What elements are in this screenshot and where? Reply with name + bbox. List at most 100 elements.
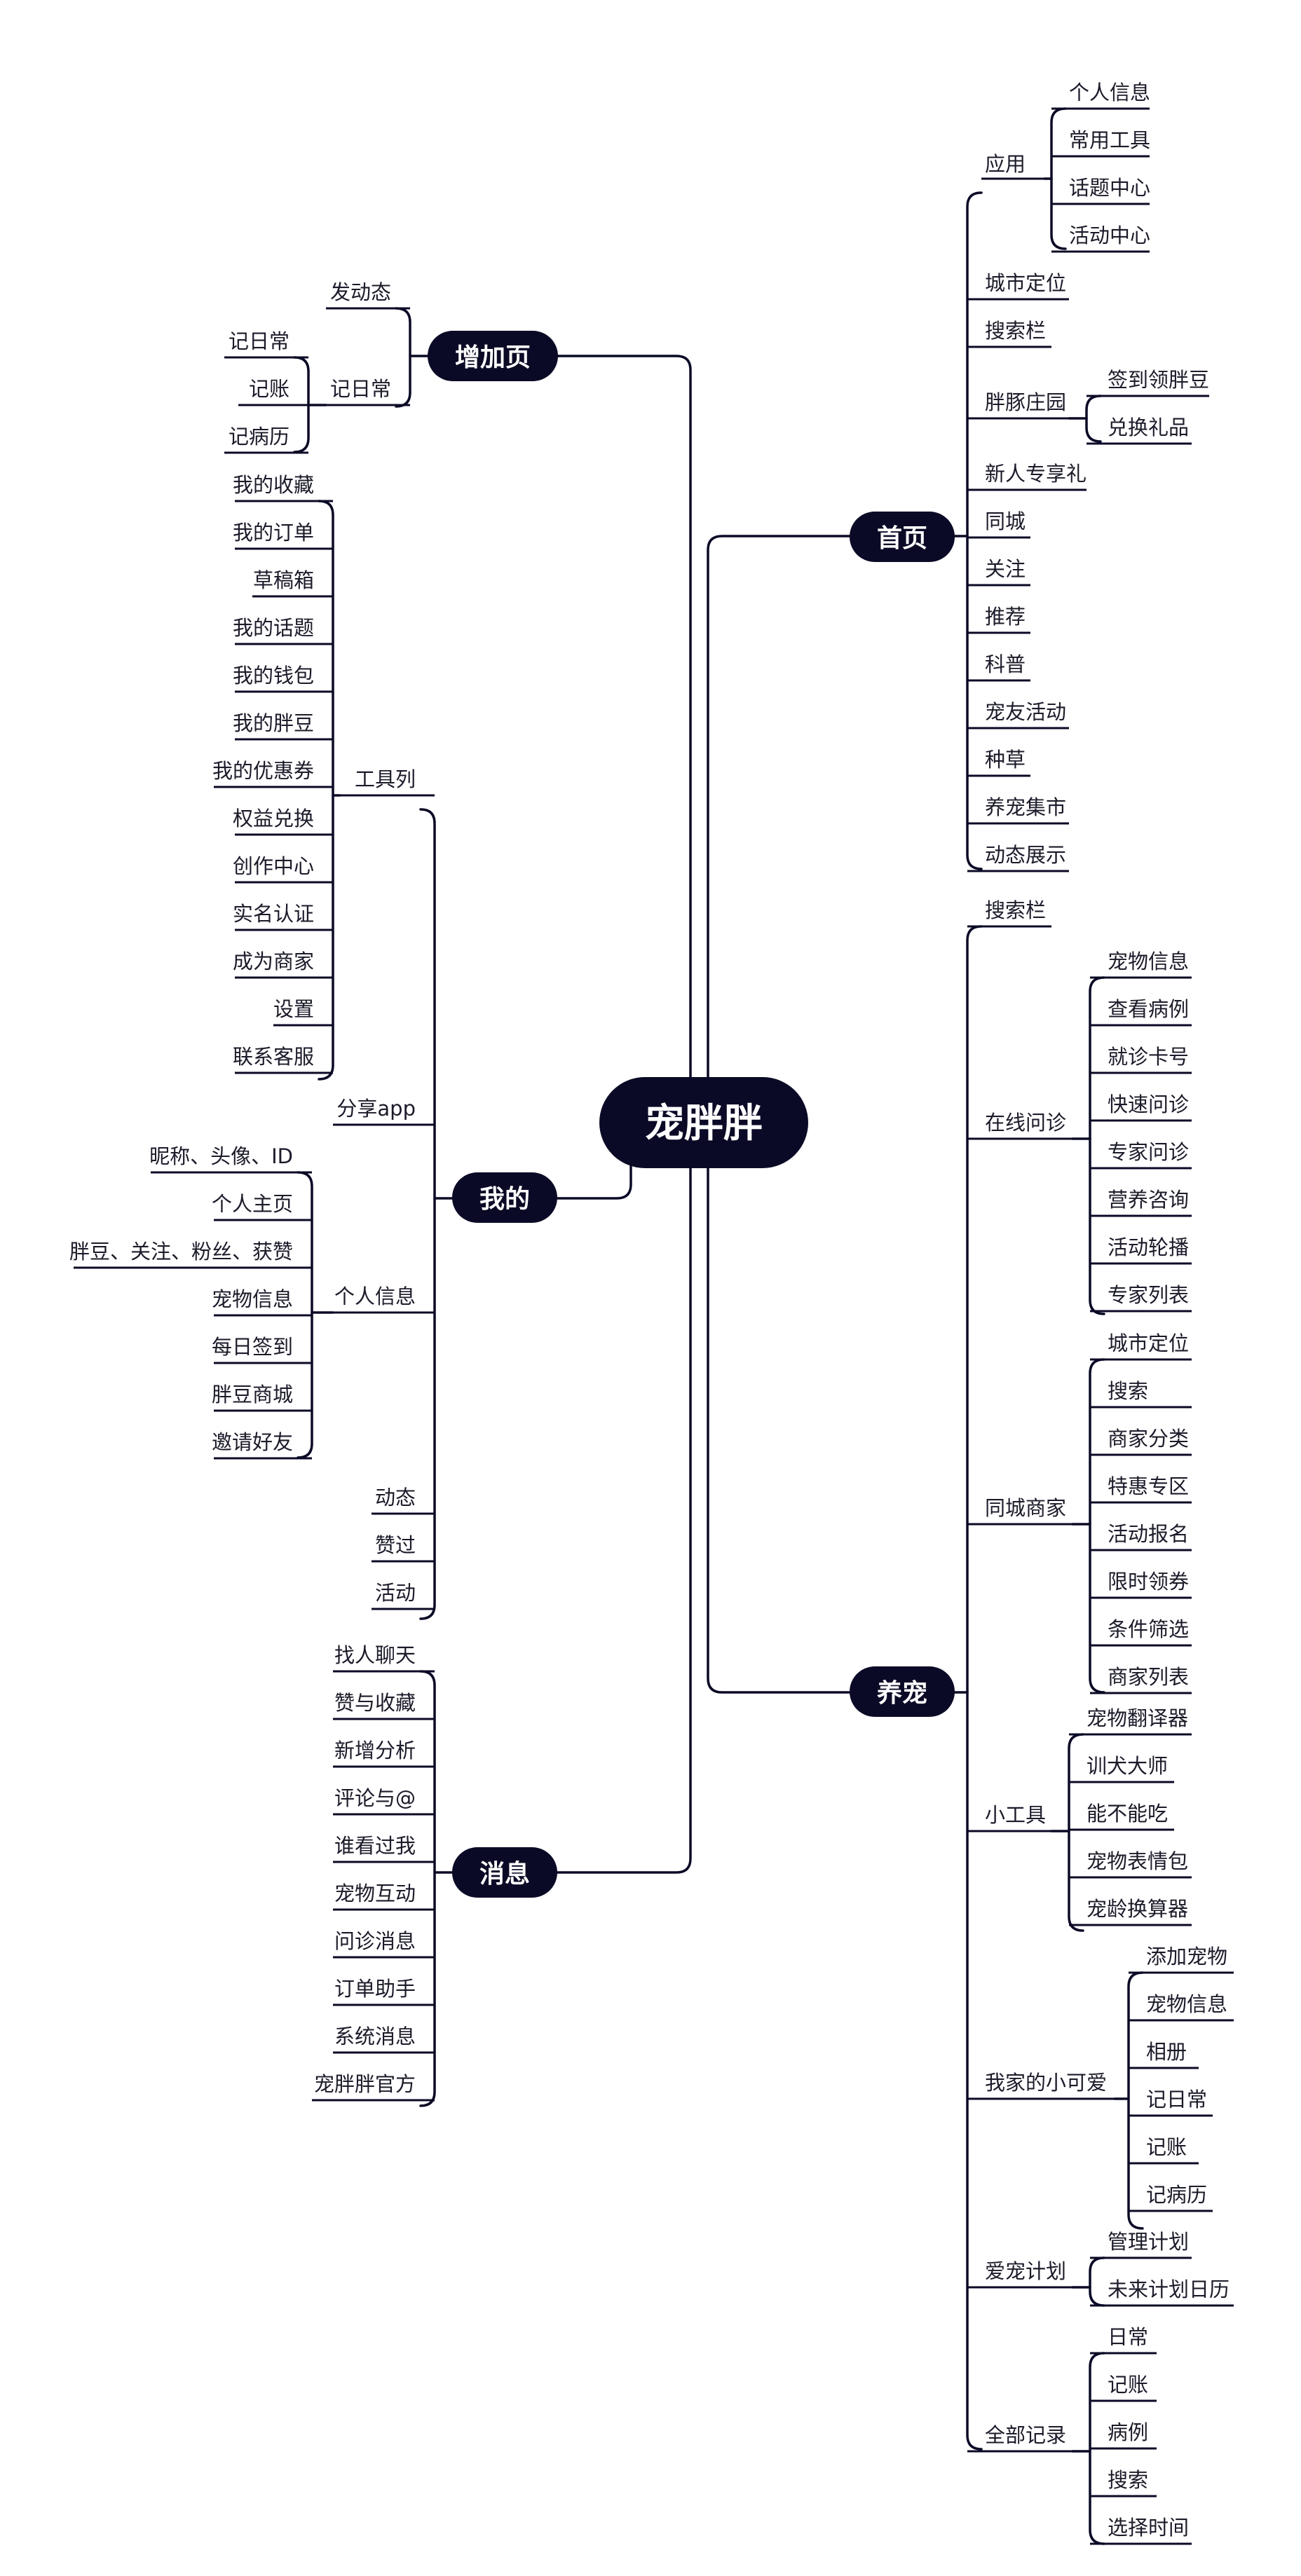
topic-label[interactable]: 常用工具 (1069, 128, 1150, 152)
topic-label[interactable]: 条件筛选 (1108, 1617, 1189, 1641)
branch-node-home[interactable]: 首页 (850, 512, 955, 562)
topic-label[interactable]: 病例 (1108, 2420, 1148, 2444)
topic-label[interactable]: 工具列 (355, 767, 416, 791)
topic-label[interactable]: 我的订单 (233, 521, 314, 544)
topic-label[interactable]: 记日常 (1146, 2088, 1207, 2111)
topic-label[interactable]: 订单助手 (334, 1977, 416, 2001)
topic-label[interactable]: 科普 (985, 652, 1026, 676)
topic-label[interactable]: 搜索 (1108, 2468, 1148, 2492)
topic-label[interactable]: 个人信息 (1069, 81, 1150, 104)
topic-label[interactable]: 赞过 (375, 1533, 416, 1557)
topic-label[interactable]: 签到领胖豆 (1108, 368, 1209, 392)
topic-label[interactable]: 快速问诊 (1108, 1092, 1189, 1116)
topic-label[interactable]: 就诊卡号 (1108, 1045, 1189, 1069)
branch-node-mine[interactable]: 我的 (452, 1172, 557, 1223)
topic-label[interactable]: 活动 (375, 1581, 416, 1605)
topic-label[interactable]: 宠物表情包 (1087, 1849, 1188, 1873)
topic-label[interactable]: 全部记录 (985, 2423, 1066, 2447)
topic-label[interactable]: 记账 (249, 377, 290, 401)
topic-label[interactable]: 我的钱包 (233, 664, 314, 687)
topic-label[interactable]: 推荐 (985, 605, 1026, 629)
topic-label[interactable]: 相册 (1146, 2040, 1187, 2064)
topic-label[interactable]: 新人专享礼 (985, 462, 1087, 486)
topic-label[interactable]: 记账 (1146, 2135, 1187, 2159)
topic-label[interactable]: 宠物翻译器 (1087, 1706, 1188, 1730)
topic-label[interactable]: 成为商家 (233, 950, 314, 973)
topic-label[interactable]: 实名认证 (233, 902, 314, 926)
topic-label[interactable]: 兑换礼品 (1108, 416, 1189, 439)
topic-label[interactable]: 发动态 (330, 280, 391, 304)
topic-label[interactable]: 活动中心 (1069, 224, 1150, 247)
topic-label[interactable]: 宠胖胖官方 (314, 2072, 416, 2096)
topic-label[interactable]: 宠友活动 (985, 700, 1066, 724)
topic-label[interactable]: 胖豆商城 (212, 1383, 293, 1406)
topic-label[interactable]: 城市定位 (1108, 1331, 1189, 1355)
topic-label[interactable]: 每日签到 (212, 1335, 293, 1359)
topic-label[interactable]: 我的话题 (233, 616, 314, 640)
branch-node-add[interactable]: 增加页 (428, 331, 558, 381)
topic-label[interactable]: 日常 (1108, 2325, 1148, 2349)
topic-label[interactable]: 养宠集市 (985, 795, 1066, 819)
topic-label[interactable]: 动态 (375, 1486, 416, 1509)
topic-label[interactable]: 应用 (985, 152, 1026, 176)
topic-label[interactable]: 赞与收藏 (334, 1691, 416, 1715)
topic-label[interactable]: 我的胖豆 (233, 711, 314, 735)
topic-label[interactable]: 同城 (985, 509, 1026, 533)
topic-label[interactable]: 新增分析 (334, 1739, 416, 1762)
topic-label[interactable]: 专家列表 (1108, 1283, 1189, 1307)
topic-label[interactable]: 同城商家 (985, 1496, 1066, 1520)
topic-label[interactable]: 活动报名 (1108, 1522, 1189, 1546)
topic-label[interactable]: 我的收藏 (233, 473, 314, 497)
topic-label[interactable]: 动态展示 (985, 843, 1066, 867)
topic-label[interactable]: 我家的小可爱 (985, 2071, 1107, 2095)
topic-label[interactable]: 管理计划 (1108, 2230, 1189, 2254)
topic-label[interactable]: 联系客服 (233, 1045, 314, 1069)
topic-label[interactable]: 未来计划日历 (1108, 2277, 1230, 2301)
topic-label[interactable]: 记日常 (229, 329, 290, 353)
topic-label[interactable]: 创作中心 (233, 854, 314, 878)
topic-label[interactable]: 找人聊天 (334, 1643, 416, 1667)
topic-label[interactable]: 系统消息 (334, 2025, 416, 2048)
topic-label[interactable]: 宠物信息 (212, 1287, 293, 1311)
topic-label[interactable]: 宠物信息 (1146, 1992, 1227, 2016)
topic-label[interactable]: 设置 (273, 997, 314, 1021)
topic-label[interactable]: 查看病例 (1108, 997, 1189, 1021)
topic-label[interactable]: 训犬大师 (1087, 1754, 1168, 1778)
topic-label[interactable]: 商家分类 (1108, 1427, 1189, 1451)
topic-label[interactable]: 小工具 (985, 1803, 1046, 1827)
topic-label[interactable]: 在线问诊 (985, 1111, 1066, 1135)
topic-label[interactable]: 特惠专区 (1108, 1474, 1189, 1498)
topic-label[interactable]: 种草 (985, 748, 1026, 772)
topic-label[interactable]: 营养咨询 (1108, 1188, 1189, 1212)
topic-label[interactable]: 评论与@ (334, 1786, 416, 1810)
topic-label[interactable]: 选择时间 (1108, 2516, 1189, 2540)
topic-label[interactable]: 活动轮播 (1108, 1235, 1189, 1259)
topic-label[interactable]: 城市定位 (985, 271, 1066, 295)
topic-label[interactable]: 搜索栏 (985, 898, 1046, 922)
topic-label[interactable]: 胖豆、关注、粉丝、获赞 (69, 1240, 293, 1263)
topic-label[interactable]: 个人主页 (212, 1192, 293, 1216)
topic-label[interactable]: 昵称、头像、ID (149, 1144, 293, 1168)
topic-label[interactable]: 关注 (985, 557, 1026, 581)
topic-label[interactable]: 谁看过我 (334, 1834, 416, 1858)
topic-label[interactable]: 记账 (1108, 2373, 1148, 2397)
topic-label[interactable]: 记病历 (1146, 2183, 1207, 2207)
topic-label[interactable]: 胖豚庄园 (985, 390, 1066, 414)
topic-label[interactable]: 搜索 (1108, 1379, 1148, 1403)
topic-label[interactable]: 能不能吃 (1087, 1802, 1168, 1825)
topic-label[interactable]: 草稿箱 (253, 568, 314, 592)
topic-label[interactable]: 宠龄换算器 (1087, 1897, 1188, 1921)
topic-label[interactable]: 宠物互动 (334, 1882, 416, 1905)
topic-label[interactable]: 宠物信息 (1108, 950, 1189, 973)
root-node[interactable]: 宠胖胖 (599, 1077, 808, 1168)
topic-label[interactable]: 专家问诊 (1108, 1140, 1189, 1164)
topic-label[interactable]: 权益兑换 (233, 807, 314, 830)
topic-label[interactable]: 限时领券 (1108, 1570, 1189, 1594)
topic-label[interactable]: 商家列表 (1108, 1665, 1189, 1689)
topic-label[interactable]: 我的优惠券 (212, 759, 314, 783)
topic-label[interactable]: 添加宠物 (1146, 1945, 1227, 1968)
topic-label[interactable]: 问诊消息 (334, 1929, 416, 1953)
topic-label[interactable]: 话题中心 (1069, 176, 1150, 200)
topic-label[interactable]: 个人信息 (334, 1284, 416, 1308)
topic-label[interactable]: 分享app (336, 1097, 416, 1121)
